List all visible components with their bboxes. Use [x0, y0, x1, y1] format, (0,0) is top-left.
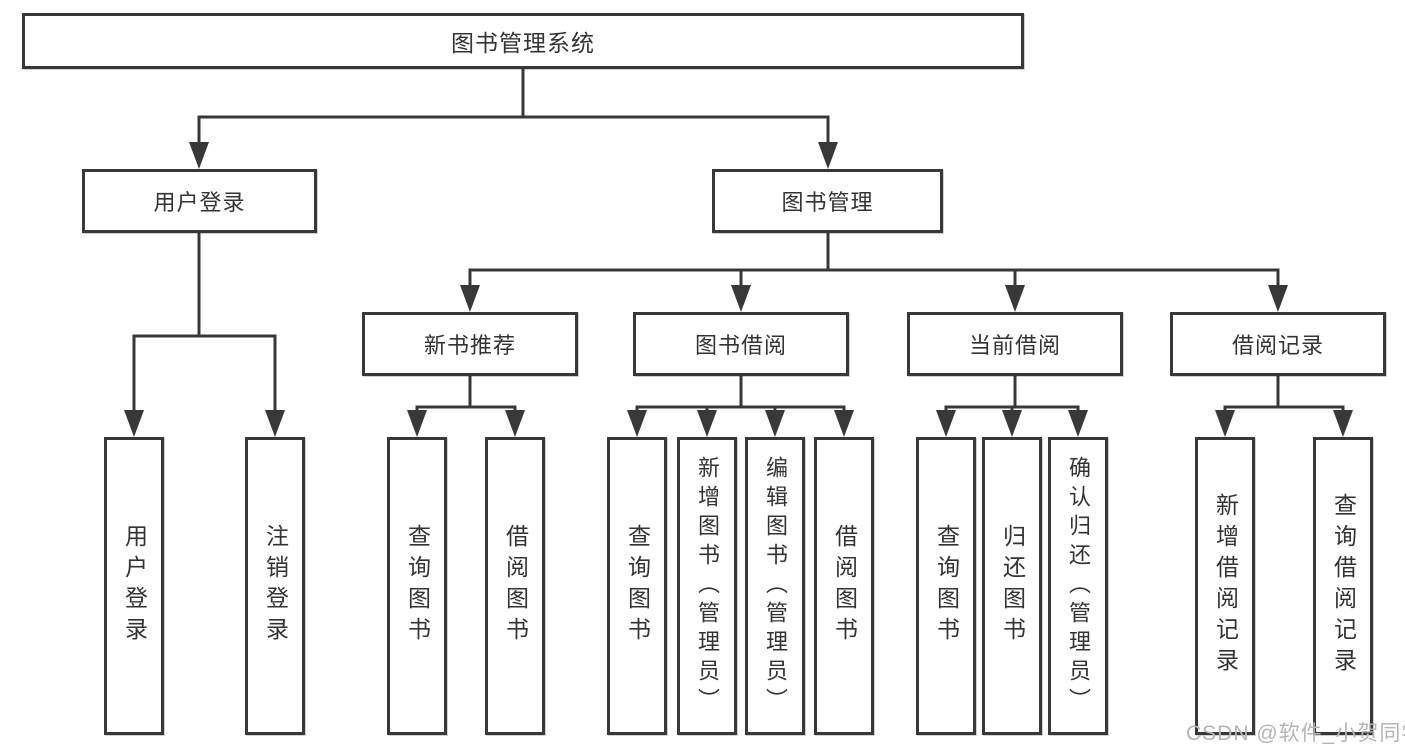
leaf-current-confirm-return-admin: 确认归还（管理员）: [1048, 437, 1108, 735]
arrow-down-icon: [834, 410, 854, 437]
connector-bookmgmt-to-level3: [468, 231, 1280, 289]
connector-userlogin-to-leaves: [132, 231, 277, 414]
node-new-book-recommend: 新书推荐: [362, 312, 578, 376]
arrow-down-icon: [627, 410, 647, 437]
arrow-down-icon: [124, 410, 144, 437]
arrow-down-icon: [765, 410, 785, 437]
leaf-borrow-add-books-admin: 新增图书（管理员）: [677, 437, 737, 735]
arrowheads: [124, 142, 1353, 437]
node-borrow-records: 借阅记录: [1170, 312, 1386, 376]
arrow-down-icon: [1002, 410, 1022, 437]
arrow-down-icon: [1268, 285, 1288, 312]
arrow-down-icon: [818, 142, 838, 169]
arrow-down-icon: [265, 410, 285, 437]
arrow-down-icon: [936, 410, 956, 437]
connector-borrow-to-leaves: [635, 374, 846, 414]
arrow-down-icon: [1215, 410, 1235, 437]
leaf-recommend-query-books: 查询图书: [387, 437, 447, 735]
node-current-borrow: 当前借阅: [907, 312, 1123, 376]
csdn-watermark: CSDN @软件_小贺同学: [1186, 722, 1405, 745]
connector-root-to-level2: [197, 67, 830, 144]
leaf-user-login: 用户登录: [104, 437, 164, 735]
leaf-records-add-record: 新增借阅记录: [1195, 437, 1255, 735]
arrow-down-icon: [189, 142, 209, 169]
leaf-records-query-record: 查询借阅记录: [1313, 437, 1373, 735]
arrow-down-icon: [697, 410, 717, 437]
leaf-current-query-books: 查询图书: [916, 437, 976, 735]
arrow-down-icon: [407, 410, 427, 437]
connector-recommend-to-leaves: [415, 374, 517, 414]
leaf-recommend-borrow-books: 借阅图书: [485, 437, 545, 735]
leaf-borrow-query-books: 查询图书: [607, 437, 667, 735]
arrow-down-icon: [1005, 285, 1025, 312]
arrow-down-icon: [1333, 410, 1353, 437]
connector-records-to-leaves: [1223, 374, 1345, 414]
node-book-borrow: 图书借阅: [633, 312, 849, 376]
arrow-down-icon: [731, 285, 751, 312]
leaf-current-return-books: 归还图书: [982, 437, 1042, 735]
connector-current-to-leaves: [944, 374, 1080, 414]
leaf-logout: 注销登录: [245, 437, 305, 735]
node-user-login: 用户登录: [82, 169, 317, 233]
node-library-management-system: 图书管理系统: [22, 13, 1024, 69]
arrow-down-icon: [1068, 410, 1088, 437]
arrow-down-icon: [505, 410, 525, 437]
leaf-borrow-borrow-books: 借阅图书: [814, 437, 874, 735]
leaf-borrow-edit-books-admin: 编辑图书（管理员）: [745, 437, 805, 735]
node-book-management: 图书管理: [712, 169, 943, 233]
arrow-down-icon: [460, 285, 480, 312]
